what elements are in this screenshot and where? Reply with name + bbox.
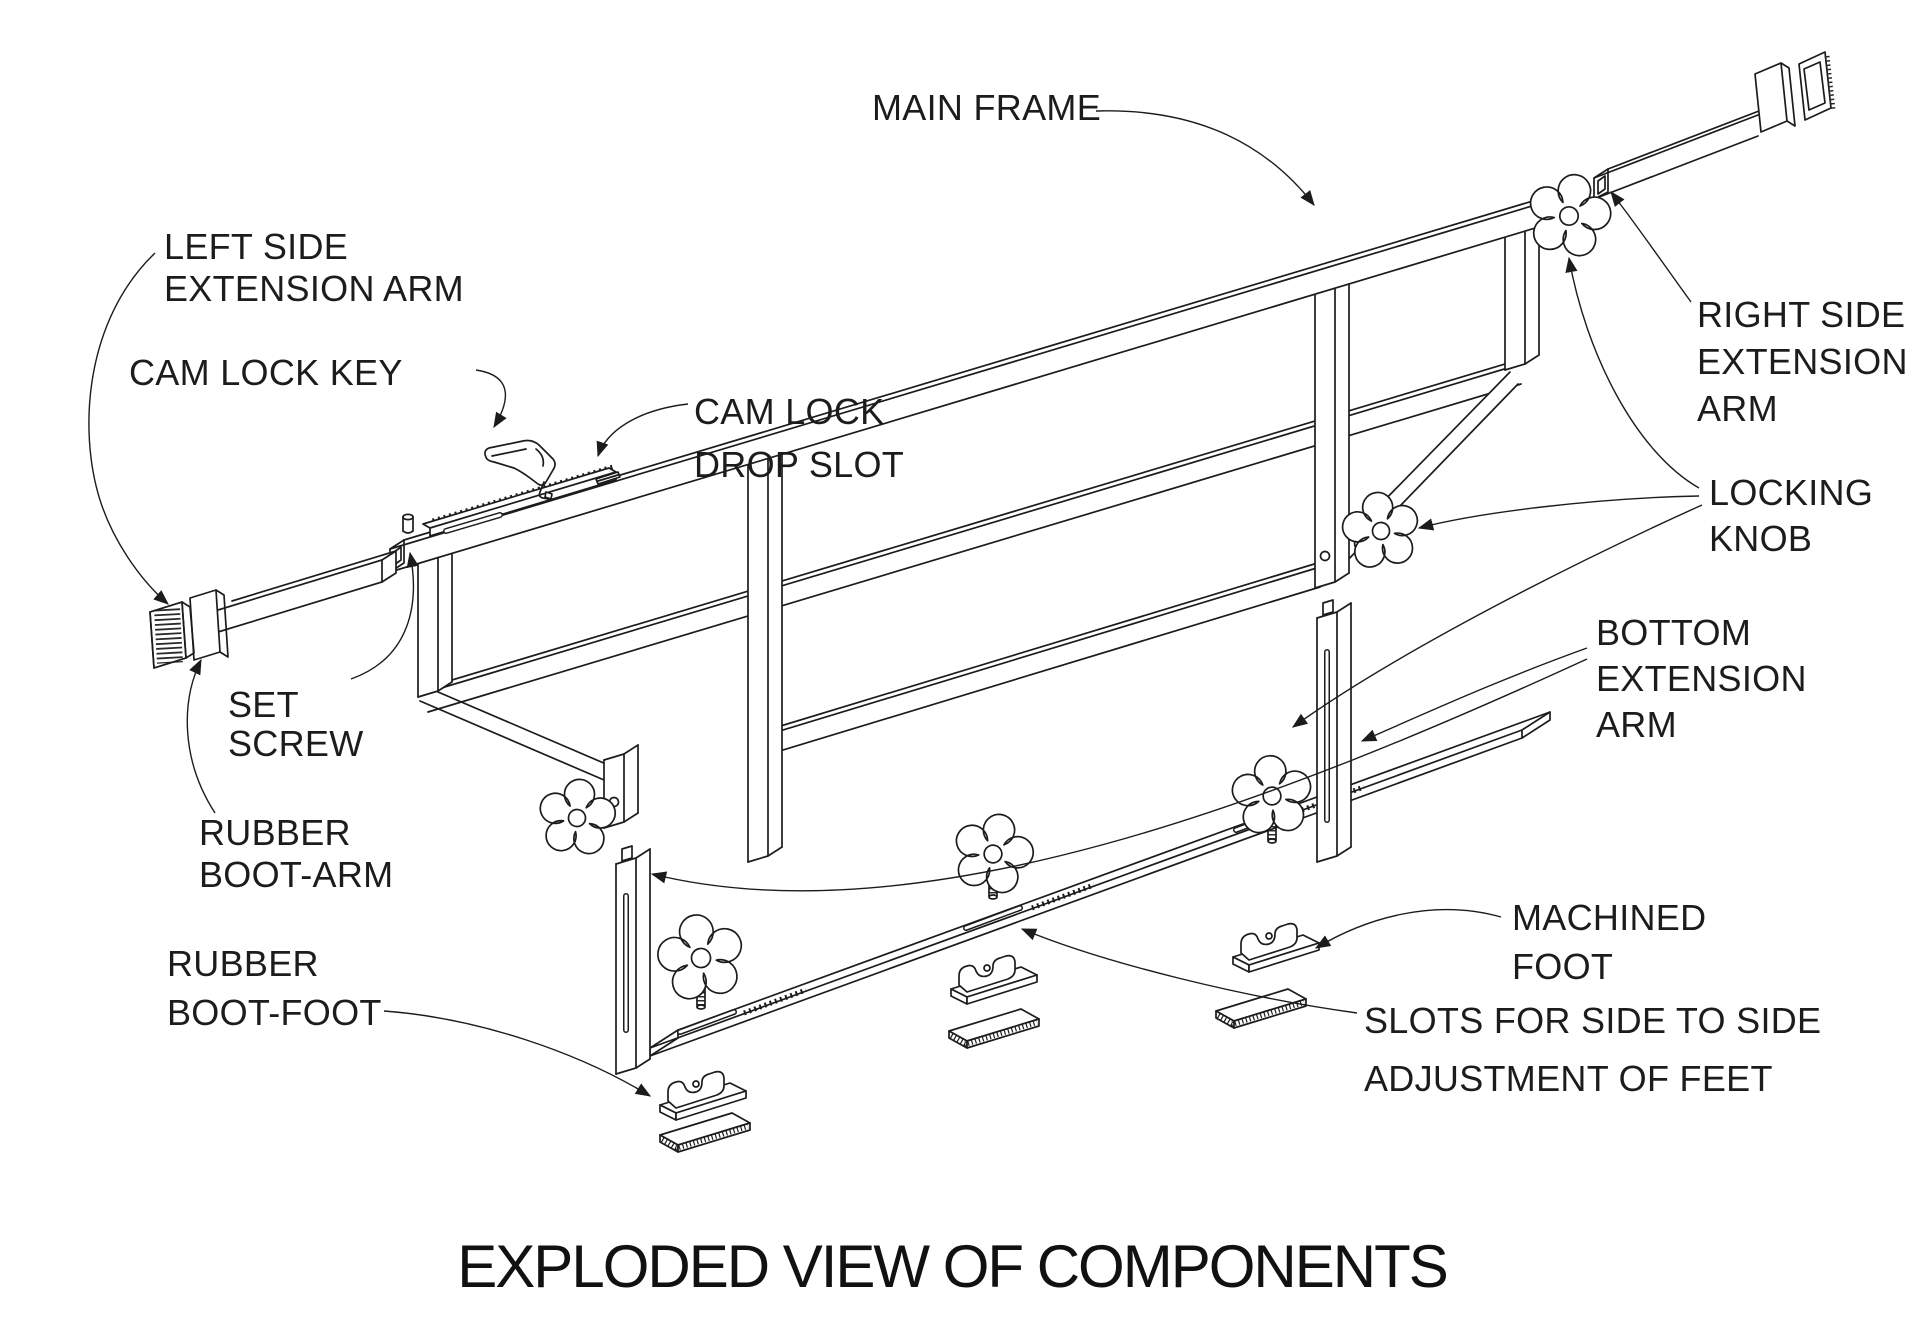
rubber-boot-foot-right	[1216, 989, 1306, 1028]
label-rubber-boot-foot-1: RUBBER	[167, 943, 319, 984]
top-rail-slot	[443, 512, 503, 534]
main-frame-lower-rail	[759, 557, 1335, 758]
leader-bottom-extension-arm-left	[650, 658, 1588, 892]
cam-lock-drop-slot-notch	[595, 471, 621, 485]
main-frame-post-3-leg	[1314, 267, 1350, 589]
leader-cam-lock-drop-slot	[596, 403, 689, 458]
rubber-boot-arm-part	[149, 601, 195, 669]
foot-knob-right	[1228, 751, 1315, 844]
label-locking-knob-1: LOCKING	[1709, 472, 1873, 513]
bottom-extension-arm-right	[1316, 599, 1352, 863]
label-main-frame: MAIN FRAME	[872, 87, 1101, 128]
label-bottom-extension-arm-1: BOTTOM	[1596, 612, 1751, 653]
rubber-boot-right-arm	[1798, 51, 1836, 121]
label-cam-lock-drop-slot-2: DROP SLOT	[694, 444, 904, 485]
label-machined-foot-2: FOOT	[1512, 946, 1613, 987]
right-arm-plate	[1754, 62, 1796, 133]
locking-knob-left-leg	[534, 774, 620, 858]
leader-main-frame	[1095, 110, 1315, 206]
foot-knob-middle	[945, 804, 1042, 900]
main-frame-front-bars	[419, 691, 607, 781]
rail-slot-left	[677, 1009, 737, 1035]
cam-lock-key	[484, 439, 556, 500]
leader-lines	[88, 110, 1703, 1097]
label-rubber-boot-arm-1: RUBBER	[199, 812, 351, 853]
leader-right-side-extension-arm	[1610, 191, 1692, 303]
leader-rubber-boot-foot	[383, 1010, 652, 1097]
rail-slot-middle	[963, 905, 1023, 931]
leader-bottom-extension-arm-right	[1360, 647, 1588, 742]
label-set-screw-2: SCREW	[228, 723, 364, 764]
label-left-side-extension-arm-2: EXTENSION ARM	[164, 268, 464, 309]
left-arm-bar	[217, 550, 397, 633]
label-rubber-boot-foot-2: BOOT-FOOT	[167, 992, 382, 1033]
label-machined-foot-1: MACHINED	[1512, 897, 1706, 938]
leader-set-screw	[350, 551, 419, 680]
main-frame-post-1	[417, 542, 453, 698]
bottom-rail-assembly	[615, 599, 1551, 1152]
main-frame	[389, 190, 1567, 863]
label-locking-knob-2: KNOB	[1709, 518, 1812, 559]
leader-cam-lock-key	[475, 369, 507, 429]
leader-left-side-extension-arm	[88, 252, 169, 605]
main-frame-post-4	[1504, 221, 1540, 371]
label-bottom-extension-arm-3: ARM	[1596, 704, 1677, 745]
locking-knob-top-right	[1520, 165, 1619, 262]
leader-slots	[1020, 928, 1358, 1014]
label-cam-lock-drop-slot-1: CAM LOCK	[694, 391, 884, 432]
right-side-extension-arm	[1593, 51, 1836, 200]
leader-locking-knob-top	[1565, 256, 1700, 489]
label-slots-2: ADJUSTMENT OF FEET	[1364, 1058, 1773, 1099]
rubber-boot-foot-middle	[949, 1009, 1039, 1048]
label-bottom-extension-arm-2: EXTENSION	[1596, 658, 1807, 699]
leader-machined-foot	[1314, 908, 1502, 949]
right-arm-bar	[1593, 105, 1773, 200]
locking-knob-mid-right	[1337, 486, 1425, 572]
diagram-title: EXPLODED VIEW OF COMPONENTS	[457, 1233, 1446, 1300]
foot-knob-left	[650, 906, 751, 1010]
machined-foot-right	[1232, 922, 1320, 973]
leader-rubber-boot-arm	[186, 658, 216, 814]
label-cam-lock-key: CAM LOCK KEY	[129, 352, 403, 393]
main-frame-post-2	[747, 440, 783, 863]
set-screw	[402, 513, 414, 534]
machined-foot-middle	[950, 954, 1038, 1005]
label-right-side-extension-arm-3: ARM	[1697, 388, 1778, 429]
label-left-side-extension-arm-1: LEFT SIDE	[164, 226, 348, 267]
left-side-extension-arm	[149, 550, 397, 669]
label-slots-1: SLOTS FOR SIDE TO SIDE	[1364, 1000, 1821, 1041]
label-rubber-boot-arm-2: BOOT-ARM	[199, 854, 393, 895]
label-set-screw-1: SET	[228, 684, 299, 725]
label-right-side-extension-arm-1: RIGHT SIDE	[1697, 294, 1905, 335]
leader-locking-knob-mid	[1417, 495, 1700, 531]
label-right-side-extension-arm-2: EXTENSION	[1697, 341, 1908, 382]
labels: MAIN FRAME LEFT SIDE EXTENSION ARM CAM L…	[129, 87, 1908, 1300]
bottom-extension-arm-left	[615, 845, 651, 1075]
leader-locking-knob-low	[1291, 504, 1703, 728]
